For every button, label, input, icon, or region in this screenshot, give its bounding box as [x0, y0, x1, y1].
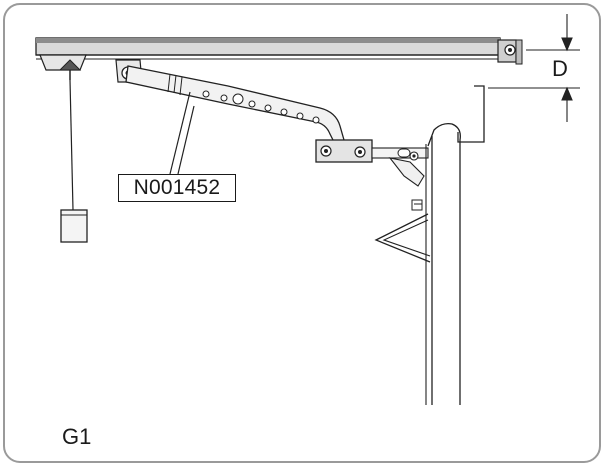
- rail-hanger: [39, 54, 87, 211]
- arm-adjustment-holes: [202, 90, 320, 124]
- dimension-d-lines: [488, 14, 580, 122]
- figure-frame: [3, 3, 601, 463]
- dimension-d-label: D: [552, 56, 568, 81]
- door-leaf: [411, 122, 461, 405]
- figure-label: G1: [62, 424, 92, 449]
- part-leader-line: [169, 91, 195, 175]
- door-frame-profile: [457, 85, 485, 143]
- part-number-label: N001452: [118, 174, 236, 202]
- arm-end-bracket: [315, 139, 429, 187]
- ceiling-rail: [35, 37, 523, 65]
- counterweight: [60, 209, 88, 243]
- door-handle: [374, 213, 431, 263]
